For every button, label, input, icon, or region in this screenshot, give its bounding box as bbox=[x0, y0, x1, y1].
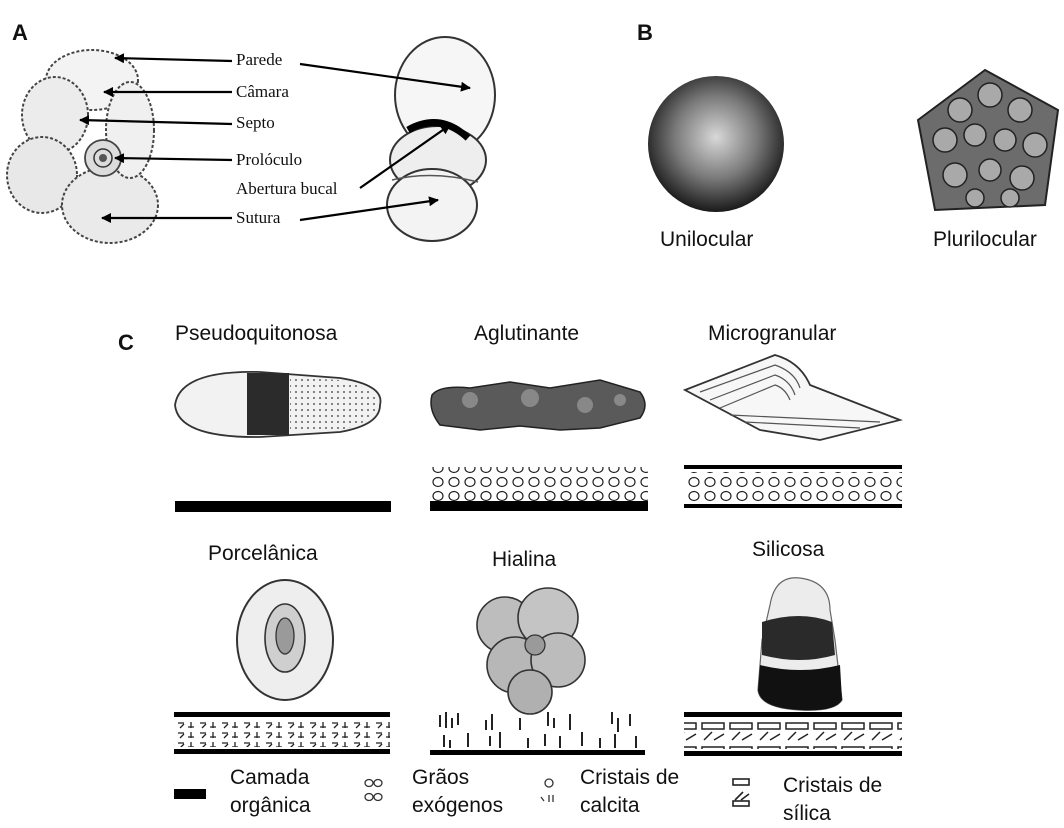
type-hialina: Hialina bbox=[492, 548, 556, 572]
hialina-drawing bbox=[477, 588, 585, 714]
foram-side-drawing bbox=[387, 37, 495, 241]
silicosa-wall bbox=[684, 712, 902, 756]
legend-organic-symbol bbox=[174, 789, 206, 799]
type-porcelanica: Porcelânica bbox=[208, 542, 318, 566]
label-proloculo: Prolóculo bbox=[236, 150, 302, 170]
legend-calcite-label: Cristais de calcita bbox=[580, 764, 679, 820]
legend-silica-line1: Cristais de bbox=[783, 772, 882, 800]
label-unilocular: Unilocular bbox=[660, 228, 753, 252]
legend-organic-line1: Camada bbox=[230, 764, 311, 792]
label-septo: Septo bbox=[236, 113, 275, 133]
organic-layer-bar bbox=[175, 501, 391, 512]
type-silicosa: Silicosa bbox=[752, 538, 824, 562]
aglutinante-wall bbox=[430, 467, 648, 511]
legend-grains-line2: exógenos bbox=[412, 792, 503, 820]
legend-calcite-line1: Cristais de bbox=[580, 764, 679, 792]
label-plurilocular: Plurilocular bbox=[933, 228, 1037, 252]
type-aglutinante: Aglutinante bbox=[474, 322, 579, 346]
legend-silica-line2: sílica bbox=[783, 800, 882, 828]
legend-organic-line2: orgânica bbox=[230, 792, 311, 820]
label-abertura-bucal: Abertura bucal bbox=[236, 179, 337, 199]
type-pseudoquitonosa: Pseudoquitonosa bbox=[175, 322, 337, 346]
legend-grains-line1: Grãos bbox=[412, 764, 503, 792]
type-microgranular: Microgranular bbox=[708, 322, 836, 346]
legend-silica-label: Cristais de sílica bbox=[783, 772, 882, 828]
label-camara: Câmara bbox=[236, 82, 289, 102]
hialina-wall bbox=[430, 712, 645, 755]
aglutinante-drawing bbox=[431, 380, 645, 430]
legend-grains-label: Grãos exógenos bbox=[412, 764, 503, 820]
pseudoquitonosa-drawing bbox=[175, 372, 381, 437]
legend-grains-symbol bbox=[365, 780, 382, 801]
microgranular-drawing bbox=[685, 355, 900, 440]
label-sutura: Sutura bbox=[236, 208, 280, 228]
legend-calcite-symbol bbox=[541, 779, 553, 802]
label-parede: Parede bbox=[236, 50, 282, 70]
plurilocular-shell bbox=[918, 70, 1058, 210]
porcelanica-wall bbox=[174, 712, 390, 754]
legend-silica-symbol bbox=[733, 779, 749, 806]
unilocular-sphere bbox=[648, 76, 784, 212]
porcelanica-drawing bbox=[237, 580, 333, 700]
legend-organic-label: Camada orgânica bbox=[230, 764, 311, 820]
panel-label-a: A bbox=[12, 20, 28, 46]
microgranular-wall bbox=[684, 465, 902, 508]
legend-calcite-line2: calcita bbox=[580, 792, 679, 820]
silicosa-drawing bbox=[758, 578, 842, 711]
panel-label-b: B bbox=[637, 20, 653, 46]
panel-label-c: C bbox=[118, 330, 134, 356]
foram-spiral-drawing bbox=[7, 50, 158, 243]
